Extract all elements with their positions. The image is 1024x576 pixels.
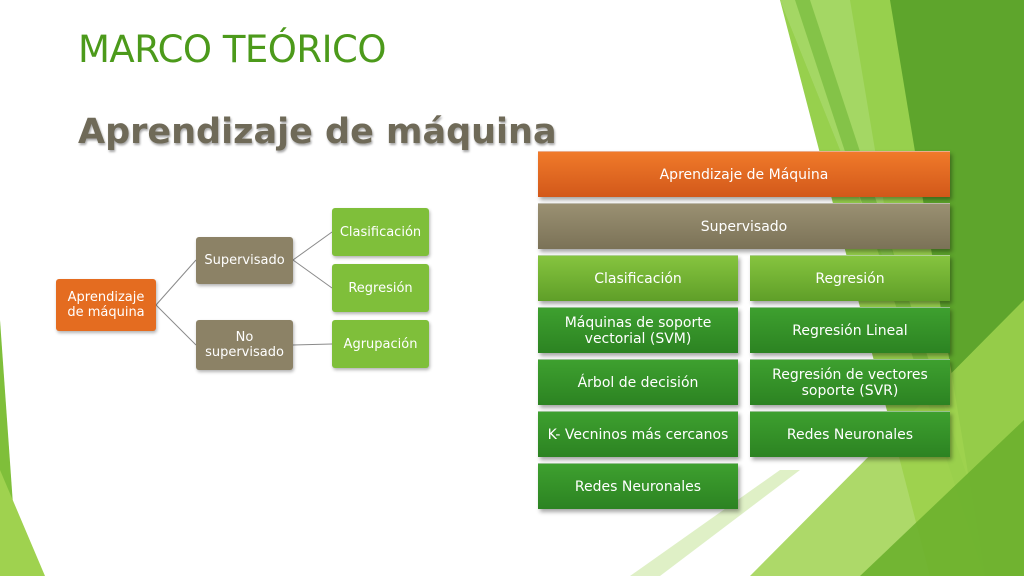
diagram-regression-header: Regresión (750, 255, 950, 301)
diagram-classification-item: Árbol de decisión (538, 359, 738, 405)
tree-node-classification-label: Clasificación (339, 224, 422, 240)
diagram-regression-label: Regresión (815, 270, 885, 287)
tree-node-unsupervised-label: No supervisado (205, 330, 284, 360)
diagram-classification-item: Máquinas de soporte vectorial (SVM) (538, 307, 738, 353)
tree-node-clustering-label: Agrupación (343, 336, 418, 352)
tree-node-classification: Clasificación (332, 208, 429, 256)
diagram-regression-item: Regresión de vectores soporte (SVR) (750, 359, 950, 405)
tree-node-supervised-label: Supervisado (204, 253, 285, 268)
diagram-regression-item: Redes Neuronales (750, 411, 950, 457)
diagram-regression-item: Regresión Lineal (750, 307, 950, 353)
tree-node-regression-label: Regresión (348, 280, 413, 296)
diagram-classification-item: Redes Neuronales (538, 463, 738, 509)
diagram-classification-item: K- Vecninos más cercanos (538, 411, 738, 457)
tree-node-supervised: Supervisado (196, 237, 293, 284)
diagram-header-label: Aprendizaje de Máquina (659, 166, 829, 183)
diagram-classification-item-label: Árbol de decisión (577, 374, 699, 391)
slide-title: MARCO TEÓRICO (78, 28, 387, 71)
tree-node-clustering: Agrupación (332, 320, 429, 368)
diagram-regression-item-label: Regresión de vectores soporte (SVR) (772, 366, 928, 399)
diagram-classification-item-label: Redes Neuronales (574, 478, 702, 495)
diagram-regression-item-label: Redes Neuronales (786, 426, 914, 443)
tree-node-root: Aprendizaje de máquina (56, 279, 156, 331)
diagram-header-machine-learning: Aprendizaje de Máquina (538, 151, 950, 197)
diagram-classification-item-label: K- Vecninos más cercanos (547, 426, 729, 443)
diagram-supervised-label: Supervisado (700, 218, 788, 235)
diagram-classification-item-label: Máquinas de soporte vectorial (SVM) (564, 314, 712, 347)
tree-node-unsupervised: No supervisado (196, 320, 293, 370)
diagram-regression-item-label: Regresión Lineal (792, 322, 908, 339)
diagram-supervised: Supervisado (538, 203, 950, 249)
tree-node-regression: Regresión (332, 264, 429, 312)
diagram-classification-header: Clasificación (538, 255, 738, 301)
diagram-classification-label: Clasificación (594, 270, 682, 287)
slide-subtitle: Aprendizaje de máquina (78, 112, 557, 152)
tree-node-root-label: Aprendizaje de máquina (67, 290, 145, 320)
